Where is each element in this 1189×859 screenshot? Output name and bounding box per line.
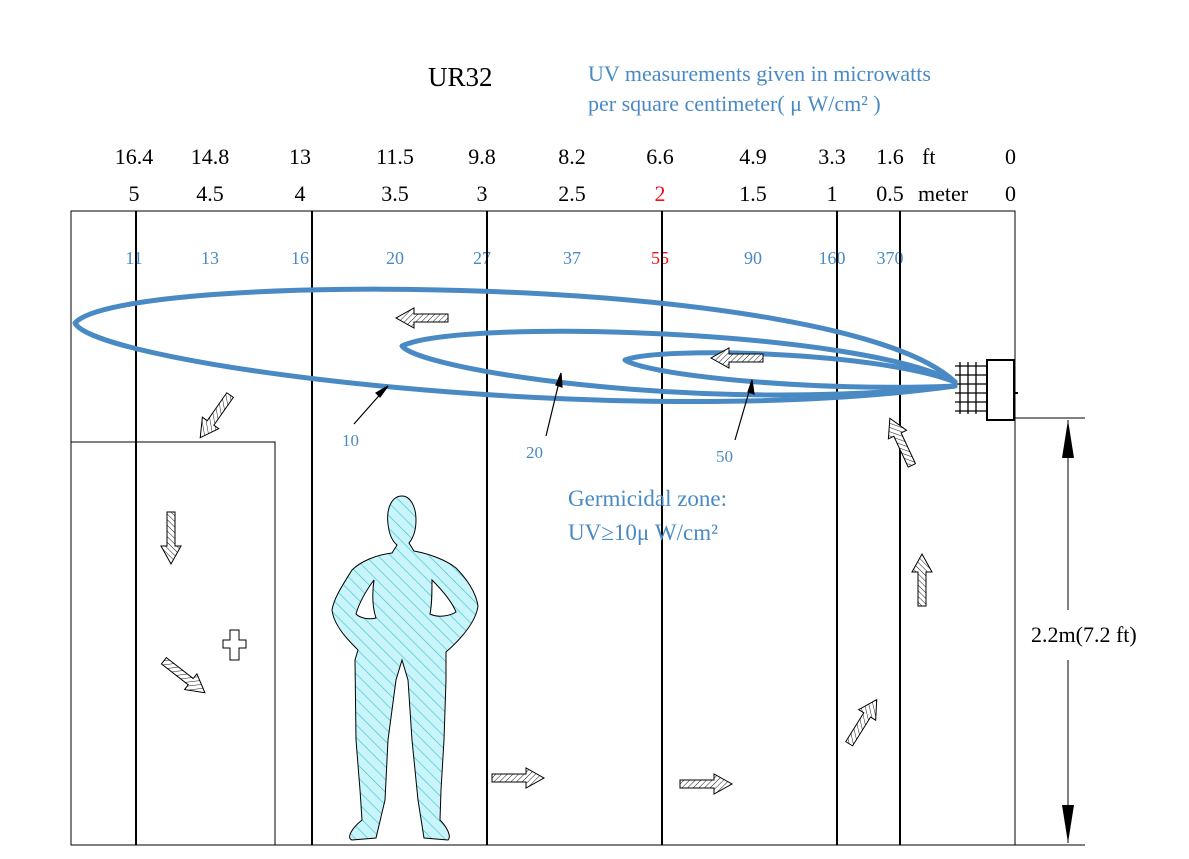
uv-intensity-label: 27 [473,248,491,268]
distance-meter-label: 1.5 [739,181,767,206]
uv-intensity-label: 55 [651,248,669,268]
distance-ft-label: 6.6 [646,144,674,169]
germicidal-zone-title: Germicidal zone: [568,486,727,511]
distance-meter-label: 0.5 [876,181,904,206]
distance-meter-label: 2.5 [558,181,586,206]
uv-intensity-label: 16 [291,248,309,268]
distance-meter-label: 3.5 [381,181,409,206]
airflow-arrow [840,693,886,750]
contour-label-50: 50 [716,447,733,466]
uv-intensity-label: 160 [819,248,846,268]
dimension-arrowhead-top [1062,420,1074,458]
germicidal-zone-threshold: UV≥10μ W/cm² [568,520,718,545]
uv-intensity-label: 37 [563,248,581,268]
distance-ft-label: 13 [289,144,311,169]
distance-ft-label: 16.4 [115,144,154,169]
distance-meter-label: 1 [827,181,838,206]
uv-intensity-label: 90 [744,248,762,268]
airflow-arrow [160,511,182,565]
dimension-arrowhead-bottom [1062,805,1074,843]
door [70,441,276,846]
uv-intensity-label: 13 [201,248,219,268]
contour-20 [399,328,958,398]
uv-value-row: 11 13 16 20 27 37 55 90 160 370 [125,248,903,268]
uv-contours [72,286,958,404]
airflow-arrow [679,773,733,795]
unit-meter-label: meter [918,181,969,206]
distance-ft-label: 1.6 [876,144,904,169]
contour-label-20: 20 [526,443,543,462]
distance-ft-label: 14.8 [191,144,230,169]
origin-ft-label: 0 [1005,144,1016,169]
measurement-note-line1: UV measurements given in microwatts [588,61,931,86]
unit-ft-label: ft [922,144,935,169]
uv-intensity-label: 370 [877,248,904,268]
measurement-note-line2: per square centimeter( μ W/cm² ) [588,91,881,116]
distance-meter-label: 4.5 [196,181,224,206]
airflow-arrow [157,652,212,702]
airflow-arrow [911,553,933,607]
distance-gridlines [135,211,901,845]
origin-m-label: 0 [1005,181,1016,206]
person-silhouette [331,495,479,841]
contour-10 [72,286,958,404]
airflow-arrow [491,767,545,789]
airflow-arrow [191,388,239,444]
uv-intensity-label: 11 [125,248,142,268]
distance-meter-label: 5 [129,181,140,206]
room-outline [70,210,1016,846]
uv-intensity-label: 20 [386,248,404,268]
ceiling-height-label: 2.2m(7.2 ft) [1031,622,1137,647]
distance-ft-label: 11.5 [376,144,414,169]
distance-meter-label: 2 [655,181,666,206]
diagram-title: UR32 [428,62,493,92]
distance-meter-label: 3 [477,181,488,206]
distance-ft-label: 9.8 [468,144,496,169]
distance-ft-label: 3.3 [818,144,846,169]
door-handle [222,629,247,661]
airflow-arrow [395,307,449,329]
contour-50 [622,350,958,390]
uv-fixture [955,359,1018,421]
meter-distance-row: 5 4.5 4 3.5 3 2.5 2 1.5 1 0.5 [129,181,904,206]
distance-ft-label: 8.2 [558,144,586,169]
feet-distance-row: 16.4 14.8 13 11.5 9.8 8.2 6.6 4.9 3.3 1.6 [115,144,904,169]
distance-meter-label: 4 [295,181,306,206]
contour-pointers [353,372,755,441]
distance-ft-label: 4.9 [739,144,767,169]
contour-label-10: 10 [342,431,359,450]
